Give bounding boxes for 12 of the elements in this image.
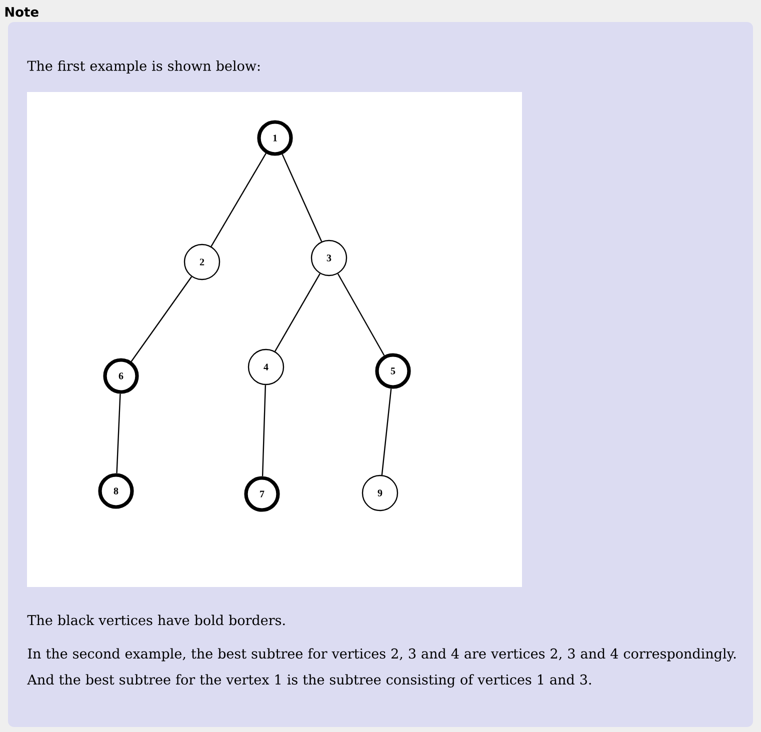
paragraph: The black vertices have bold borders. — [27, 614, 285, 626]
edge-line — [282, 154, 322, 242]
edge-line — [130, 276, 192, 362]
edge-line — [210, 153, 266, 247]
edge-line — [262, 385, 266, 476]
edge-line — [381, 388, 392, 476]
heading: Note — [5, 7, 38, 17]
paragraph: The first example is shown below: — [27, 60, 260, 74]
paragraph: In the second example, the best subtree for vertices 2, 3 and 4 are vertices 2, 3 and 4 correspondingly. And the best subtree for the vertex 1 is the subtree consisting of vertices 1 and 3. — [27, 648, 736, 688]
edge-line — [274, 273, 320, 352]
edge-line — [116, 394, 121, 474]
edge-line — [337, 273, 385, 356]
